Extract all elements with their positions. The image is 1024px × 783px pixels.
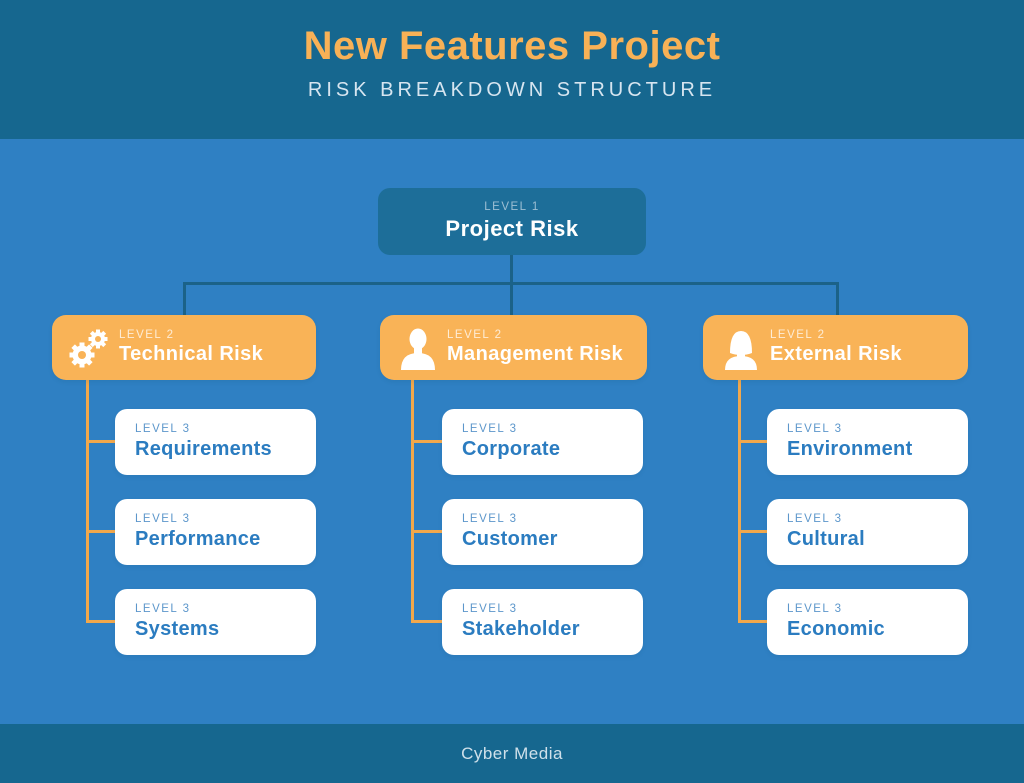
node-name: Environment — [787, 438, 913, 460]
node-management-risk: LEVEL 2 Management Risk — [380, 315, 647, 380]
node-project-risk: LEVEL 1 Project Risk — [378, 188, 646, 255]
connector-external-branch-1 — [738, 440, 767, 443]
level-3-label: LEVEL 3 — [462, 423, 518, 435]
connector-management-branch-1 — [411, 440, 442, 443]
level-3-label: LEVEL 3 — [135, 603, 191, 615]
node-name: Requirements — [135, 438, 272, 460]
brand-name: Cyber Media — [461, 743, 563, 763]
node-name: Corporate — [462, 438, 561, 460]
level-3-label: LEVEL 3 — [462, 513, 518, 525]
page-subtitle: RISK BREAKDOWN STRUCTURE — [307, 79, 717, 101]
level-3-label: LEVEL 3 — [787, 513, 843, 525]
connector-drop-external — [836, 282, 839, 316]
level-3-label: LEVEL 3 — [787, 603, 843, 615]
node-cultural: LEVEL 3 Cultural — [767, 499, 968, 565]
connector-drop-technical — [183, 282, 186, 316]
node-name: Systems — [135, 618, 220, 640]
connector-technical-branch-3 — [86, 620, 115, 623]
connector-external-branch-3 — [738, 620, 767, 623]
connector-technical-branch-1 — [86, 440, 115, 443]
node-stakeholder: LEVEL 3 Stakeholder — [442, 589, 643, 655]
footer-band: Cyber Media — [0, 724, 1024, 783]
connector-management-spine — [411, 380, 414, 623]
node-name: Performance — [135, 528, 261, 550]
node-economic: LEVEL 3 Economic — [767, 589, 968, 655]
level-2-label: LEVEL 2 — [447, 329, 503, 341]
connector-management-branch-3 — [411, 620, 442, 623]
node-name: Project Risk — [445, 216, 579, 241]
page-title: New Features Project — [303, 24, 721, 68]
node-requirements: LEVEL 3 Requirements — [115, 409, 316, 475]
connector-external-spine — [738, 380, 741, 623]
node-technical-risk: LEVEL 2 Technical Risk — [52, 315, 316, 380]
connector-drop-management — [510, 282, 513, 316]
level-3-label: LEVEL 3 — [135, 513, 191, 525]
level-1-label: LEVEL 1 — [484, 201, 540, 213]
level-3-label: LEVEL 3 — [135, 423, 191, 435]
node-systems: LEVEL 3 Systems — [115, 589, 316, 655]
node-environment: LEVEL 3 Environment — [767, 409, 968, 475]
level-2-label: LEVEL 2 — [119, 329, 175, 341]
node-customer: LEVEL 3 Customer — [442, 499, 643, 565]
person-icon — [401, 328, 435, 370]
node-name: Cultural — [787, 528, 865, 550]
node-external-risk: LEVEL 2 External Risk — [703, 315, 968, 380]
node-name: Stakeholder — [462, 618, 580, 640]
connector-technical-spine — [86, 380, 89, 623]
node-corporate: LEVEL 3 Corporate — [442, 409, 643, 475]
diagram-area: LEVEL 1 Project Risk — [0, 139, 1024, 724]
node-name: Management Risk — [447, 343, 624, 365]
node-name: External Risk — [770, 343, 902, 365]
gears-icon — [69, 329, 108, 367]
header-band: New Features Project RISK BREAKDOWN STRU… — [0, 0, 1024, 139]
level-3-label: LEVEL 3 — [462, 603, 518, 615]
node-name: Customer — [462, 528, 558, 550]
connector-root-stem — [510, 255, 513, 283]
person-female-icon — [725, 330, 757, 370]
level-2-label: LEVEL 2 — [770, 329, 826, 341]
connector-technical-branch-2 — [86, 530, 115, 533]
level-3-label: LEVEL 3 — [787, 423, 843, 435]
connector-external-branch-2 — [738, 530, 767, 533]
node-name: Economic — [787, 618, 885, 640]
connector-management-branch-2 — [411, 530, 442, 533]
node-performance: LEVEL 3 Performance — [115, 499, 316, 565]
node-name: Technical Risk — [119, 343, 264, 365]
